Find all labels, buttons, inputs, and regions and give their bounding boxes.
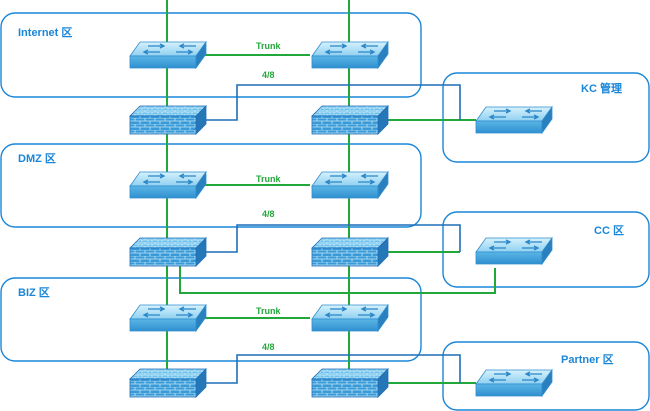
switch-kc-mgmt — [475, 105, 553, 135]
trunk-label-internet: Trunk — [256, 41, 281, 51]
firewall-1-left — [129, 105, 207, 135]
firewall-3-left — [129, 368, 207, 398]
zone-label-dmz: DMZ 区 — [18, 152, 56, 165]
switch-cc — [475, 236, 553, 266]
switch-biz-right — [311, 303, 389, 333]
switch-partner — [475, 368, 553, 398]
zone-kc-mgmt — [442, 72, 650, 163]
ha-label-2: 4/8 — [262, 209, 275, 219]
zone-partner — [442, 341, 650, 411]
ha-label-3: 4/8 — [262, 342, 275, 352]
zone-internet — [0, 12, 422, 98]
switch-internet-right — [311, 40, 389, 70]
firewall-1-right — [311, 105, 389, 135]
switch-dmz-left — [129, 170, 207, 200]
zone-label-partner: Partner 区 — [561, 353, 614, 366]
zone-label-cc: CC 区 — [594, 224, 624, 237]
zone-biz — [0, 277, 422, 362]
firewall-2-left — [129, 237, 207, 267]
zone-label-kc-mgmt: KC 管理 — [581, 81, 622, 95]
zone-dmz — [0, 143, 422, 228]
firewall-3-right — [311, 368, 389, 398]
trunk-label-dmz: Trunk — [256, 174, 281, 184]
blue-links — [205, 84, 461, 384]
switch-internet-left — [129, 40, 207, 70]
switch-biz-left — [129, 303, 207, 333]
trunk-label-biz: Trunk — [256, 306, 281, 316]
firewall-2-right — [311, 237, 389, 267]
zone-label-internet: Internet 区 — [18, 26, 72, 39]
zone-cc — [442, 211, 650, 288]
switch-dmz-right — [311, 170, 389, 200]
zone-label-biz: BIZ 区 — [18, 286, 50, 299]
ha-label-1: 4/8 — [262, 70, 275, 80]
